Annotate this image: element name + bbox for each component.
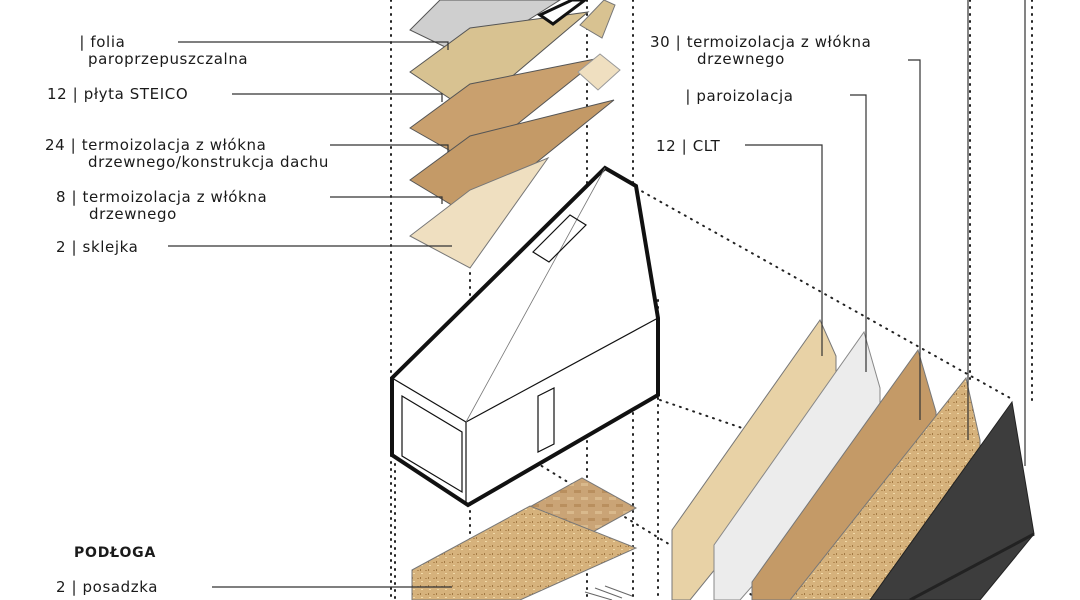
label-wood-fibre-roof-insulation: 24 | termoizolacja z włókna drzewnego/ko… <box>45 136 329 171</box>
house-window-front <box>401 394 463 494</box>
roof-piece-small <box>579 0 616 39</box>
label-plywood: 2 | sklejka <box>56 238 139 256</box>
label-clt: 12 | CLT <box>656 137 721 155</box>
label-steico-board: 12 | płyta STEICO <box>47 85 189 103</box>
roof-piece-loose <box>577 53 621 91</box>
floor-layer-stack <box>411 477 638 600</box>
house-skylight <box>532 214 587 263</box>
roof-layer-stack <box>409 0 621 269</box>
leader-lines <box>168 0 1026 588</box>
label-vapour-barrier: | paroizolacja <box>685 87 794 105</box>
house-outline <box>390 165 660 508</box>
label-wall-wood-fibre-insulation: 30 | termoizolacja z włókna drzewnego <box>650 33 872 68</box>
skylight-frame <box>537 0 588 26</box>
house-window-side <box>537 387 555 453</box>
roof-layer-plywood <box>409 156 550 269</box>
label-flooring: 2 | posadzka <box>56 578 159 596</box>
floor-section-heading: PODŁOGA <box>74 545 157 561</box>
label-wood-fibre-insulation: 8 | termoizolacja z włókna drzewnego <box>56 188 268 223</box>
floor-layer-osb <box>411 505 638 600</box>
wall-layer-stack <box>671 318 1035 600</box>
label-vapour-permeable-foil: | folia paroprzepuszczalna <box>79 33 249 68</box>
floor-joists <box>584 585 633 600</box>
roof-layer-fibre-2 <box>409 99 615 217</box>
